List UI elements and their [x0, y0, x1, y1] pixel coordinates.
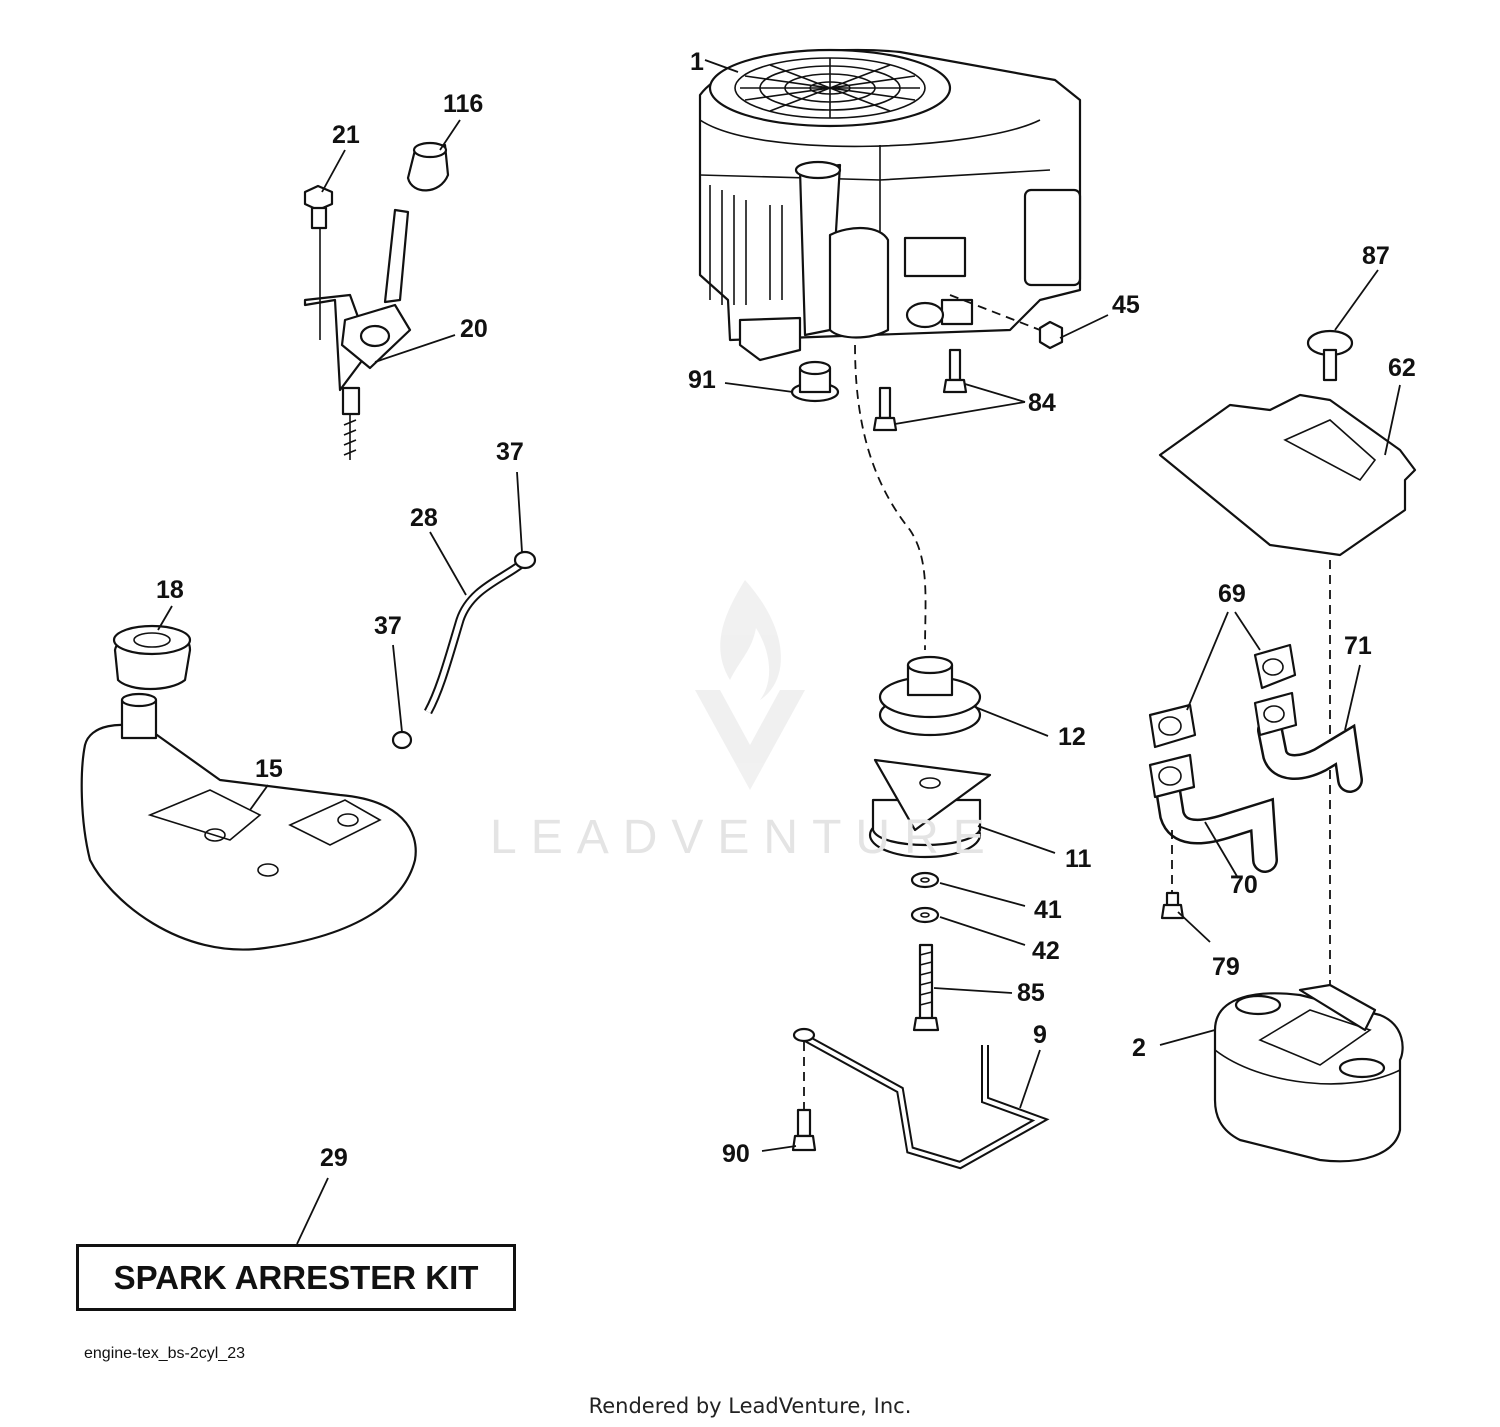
clamp-icon — [391, 550, 537, 750]
callout-84: 84 — [1028, 389, 1056, 417]
fuel-line-icon — [424, 561, 523, 715]
spark-arrester-kit-label: SPARK ARRESTER KIT — [76, 1244, 516, 1311]
bushing-icon — [790, 360, 840, 403]
leader-lines — [157, 59, 1401, 1245]
callout-45: 45 — [1112, 291, 1140, 319]
callout-69: 69 — [1218, 580, 1246, 608]
gasket-icon — [1148, 643, 1297, 749]
callout-21: 21 — [332, 121, 360, 149]
bolt-icon — [1306, 329, 1354, 382]
callout-70: 70 — [1230, 871, 1258, 899]
bolt-icon — [872, 348, 968, 432]
clutch-bracket-icon — [792, 1027, 1050, 1170]
callout-12: 12 — [1058, 723, 1086, 751]
diagram-code: engine-tex_bs-2cyl_23 — [84, 1345, 245, 1362]
callout-2: 2 — [1132, 1034, 1146, 1062]
bolt-icon — [1160, 830, 1185, 920]
leadventure-logo-icon — [695, 580, 805, 790]
electric-clutch-icon — [868, 758, 992, 859]
nut-icon — [949, 294, 1064, 350]
heat-shield-icon — [1158, 393, 1417, 557]
callout-37-lower: 37 — [374, 612, 402, 640]
callout-42: 42 — [1032, 937, 1060, 965]
callout-9: 9 — [1033, 1021, 1047, 1049]
fuel-cap-icon — [112, 624, 192, 690]
pulley-icon — [878, 655, 982, 737]
spark-arrester-kit-text: SPARK ARRESTER KIT — [113, 1258, 479, 1296]
bolt-icon — [912, 943, 940, 1032]
callout-18: 18 — [156, 576, 184, 604]
render-credit: Rendered by LeadVenture, Inc. — [588, 1394, 912, 1418]
washer-icon — [910, 871, 940, 924]
watermark-text: LEADVENTURE — [490, 811, 999, 864]
callout-79: 79 — [1212, 953, 1240, 981]
callout-37-upper: 37 — [496, 438, 524, 466]
callout-20: 20 — [460, 315, 488, 343]
callout-29: 29 — [320, 1144, 348, 1172]
throttle-control-icon — [303, 141, 450, 460]
callout-labels: 1 116 21 20 45 87 62 91 84 37 28 18 37 1… — [156, 48, 1416, 1172]
fuel-tank-icon — [80, 692, 417, 951]
bolt-icon — [303, 184, 334, 340]
bolt-icon — [791, 1042, 817, 1152]
callout-91: 91 — [688, 366, 716, 394]
callout-71: 71 — [1344, 632, 1372, 660]
engine-icon — [698, 48, 1082, 362]
callout-11: 11 — [1065, 845, 1092, 873]
callout-87: 87 — [1362, 242, 1390, 270]
exhaust-pipe-icon — [1148, 691, 1363, 873]
muffler-icon — [1213, 983, 1404, 1163]
callout-90: 90 — [722, 1140, 750, 1168]
callout-28: 28 — [410, 504, 438, 532]
callout-15: 15 — [255, 755, 283, 783]
callout-1: 1 — [690, 48, 704, 76]
callout-62: 62 — [1388, 354, 1416, 382]
callout-85: 85 — [1017, 979, 1045, 1007]
callout-116: 116 — [443, 90, 483, 118]
callout-41: 41 — [1034, 896, 1062, 924]
